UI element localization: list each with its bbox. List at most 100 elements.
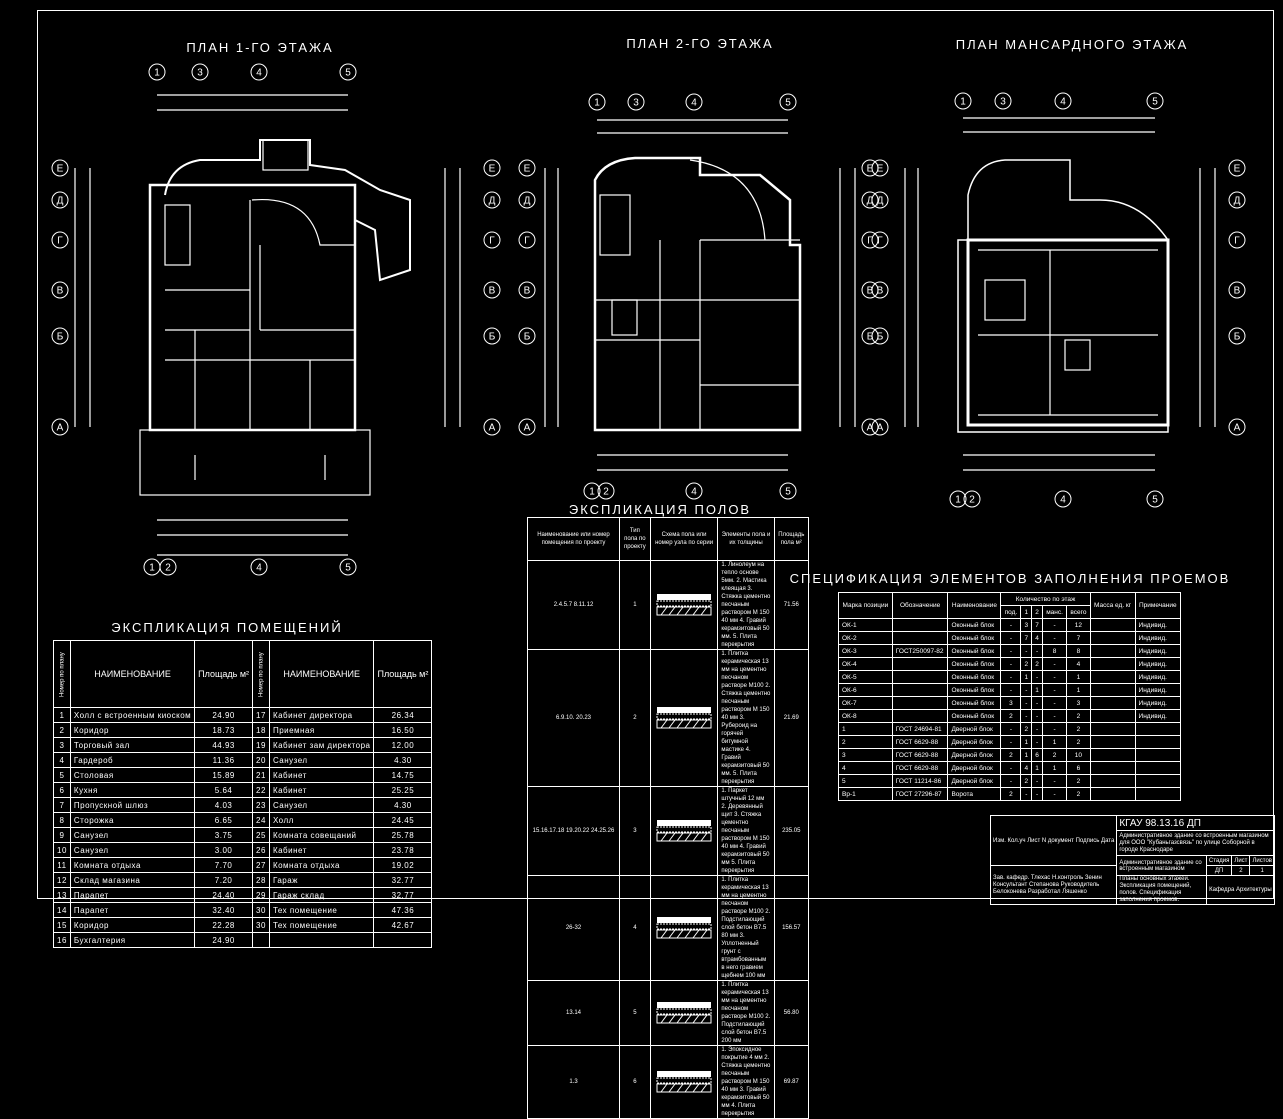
axis-bubble-Е: Е [871,159,889,177]
axis-bubble-1: 1 [148,63,166,81]
floor-rooms: 26-32 [527,875,620,981]
room-number: 19 [252,737,270,753]
sheets-label: Листов [1249,855,1275,866]
room-area: 18.73 [194,722,254,738]
room-name: Торговый зал [69,737,196,753]
room-area: 3.00 [194,842,254,858]
floor-area: 71.56 [773,560,810,650]
axis-bubble-1: 1 [583,482,601,500]
axis-bubble-Б: Б [518,327,536,345]
name: Оконный блок [947,709,1002,723]
qty-total: 2 [1066,722,1091,736]
axis-bubble-А: А [518,418,536,436]
svg-text:1: 1 [154,68,160,79]
svg-text:1: 1 [955,495,961,506]
note [1134,748,1182,762]
column-header-floor: всего [1066,605,1091,619]
qty-floor-1: 7 [1020,631,1033,645]
designation: ГОСТ 6629-88 [891,735,949,749]
qty-basement: - [1000,670,1022,684]
axis-bubble-В: В [518,281,536,299]
sheet-title: Административное здание со встроенным ма… [1116,855,1207,876]
svg-text:4: 4 [1060,495,1066,506]
axis-bubble-4: 4 [685,93,703,111]
qty-attic: - [1041,657,1068,671]
designation: ГОСТ 6629-88 [891,748,949,762]
room-area: 4.30 [373,752,433,768]
floor-rooms: 6.9.10. 20.23 [527,649,620,787]
room-number: 8 [53,812,71,828]
room-number: 10 [53,842,71,858]
svg-text:4: 4 [691,487,697,498]
qty-floor-2: - [1031,696,1043,710]
room-area: 12.00 [373,737,433,753]
designation [891,670,949,684]
svg-text:Е: Е [489,164,496,175]
svg-text:В: В [877,286,884,297]
floor-rooms: 2.4.5.7 8.11.12 [527,560,620,650]
designation: ГОСТ 11214-86 [891,774,949,788]
qty-floor-2: - [1031,787,1043,801]
qty-floor-2: - [1031,722,1043,736]
qty-total: 3 [1066,696,1091,710]
room-area: 19.02 [373,857,433,873]
openings-spec-title: СПЕЦИФИКАЦИЯ ЭЛЕМЕНТОВ ЗАПОЛНЕНИЯ ПРОЕМО… [789,571,1231,586]
axis-bubble-В: В [1228,281,1246,299]
qty-basement: - [1000,683,1022,697]
qty-floor-2: - [1031,670,1043,684]
floor-scheme [649,649,719,787]
svg-text:Г: Г [489,236,495,247]
room-number: 4 [53,752,71,768]
floor-layer-scheme-icon [656,593,712,615]
axis-bubble-4: 4 [1054,490,1072,508]
floor-rooms: 1.3 [527,1045,620,1119]
room-name: Холл с встроенным киоском [69,707,196,723]
axis-bubble-4: 4 [1054,92,1072,110]
designation: ГОСТ 6629-88 [891,761,949,775]
column-header-designation: Обозначение [891,592,949,619]
note: Индивид. [1134,709,1182,723]
note: Индивид. [1134,683,1182,697]
mark: 2 [838,735,893,749]
column-header-area: Площадь м² [373,640,433,708]
axis-bubble-5: 5 [339,63,357,81]
room-number: 24 [252,812,270,828]
qty-floor-2: 1 [1031,683,1043,697]
axis-bubble-А: А [871,418,889,436]
floor-type: 6 [618,1045,651,1119]
svg-text:5: 5 [345,68,351,79]
axis-bubble-Е: Е [51,159,69,177]
axis-bubble-2: 2 [963,490,981,508]
svg-text:А: А [524,423,531,434]
room-name: Столовая [69,767,196,783]
room-number: 12 [53,872,71,888]
room-number: 2 [53,722,71,738]
column-header-floor: под. [1000,605,1022,619]
axis-bubble-5: 5 [779,482,797,500]
axis-bubble-Д: Д [861,191,879,209]
qty-floor-1: - [1020,644,1033,658]
floor-area: 21.69 [773,649,810,787]
svg-text:3: 3 [1000,97,1006,108]
svg-text:В: В [57,286,64,297]
name: Оконный блок [947,644,1002,658]
axis-bubble-Г: Г [871,231,889,249]
room-number: 17 [252,707,270,723]
axis-bubble-4: 4 [685,482,703,500]
room-number: 9 [53,827,71,843]
mark: 5 [838,774,893,788]
svg-text:Е: Е [877,164,884,175]
name: Дверной блок [947,722,1002,736]
name: Дверной блок [947,735,1002,749]
floor-type: 2 [618,649,651,787]
room-number: 18 [252,722,270,738]
mark: ОК-7 [838,696,893,710]
